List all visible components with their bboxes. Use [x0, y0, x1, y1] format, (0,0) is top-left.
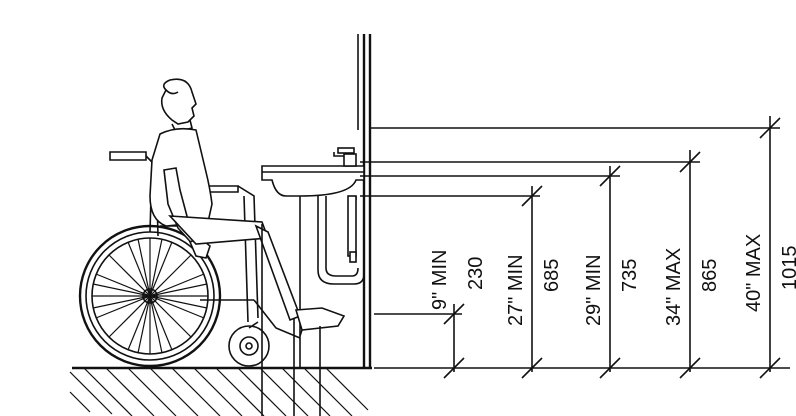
- dim-label-imperial: 40" MAX: [743, 234, 765, 312]
- person-figure: [149, 78, 346, 337]
- faucet: [333, 147, 357, 167]
- dim-label-imperial: 29" MIN: [583, 254, 605, 326]
- dim-label-metric: 230: [465, 257, 487, 290]
- wall: [357, 34, 372, 368]
- dim-label-metric: 735: [619, 259, 641, 292]
- dim-label-imperial: 27" MIN: [505, 254, 527, 326]
- dim-label-metric: 685: [541, 259, 563, 292]
- wheel-spokes: [92, 238, 208, 354]
- reference-lines: [360, 127, 780, 315]
- drain-trap: [317, 195, 365, 285]
- dim-label-metric: 1015: [779, 246, 796, 291]
- dim-label-imperial: 9" MIN: [429, 250, 451, 310]
- clearance-lines: [261, 224, 321, 416]
- dim-label-metric: 865: [699, 259, 721, 292]
- floor-hatching: [69, 367, 369, 416]
- lavatory-basin: [261, 165, 365, 200]
- dimension-lines: [374, 116, 790, 379]
- wheelchair: [78, 151, 301, 368]
- dim-label-imperial: 34" MAX: [663, 248, 685, 326]
- dimension-labels: 9" MIN 230 27" MIN 685 29" MIN 735 34" M…: [429, 234, 796, 326]
